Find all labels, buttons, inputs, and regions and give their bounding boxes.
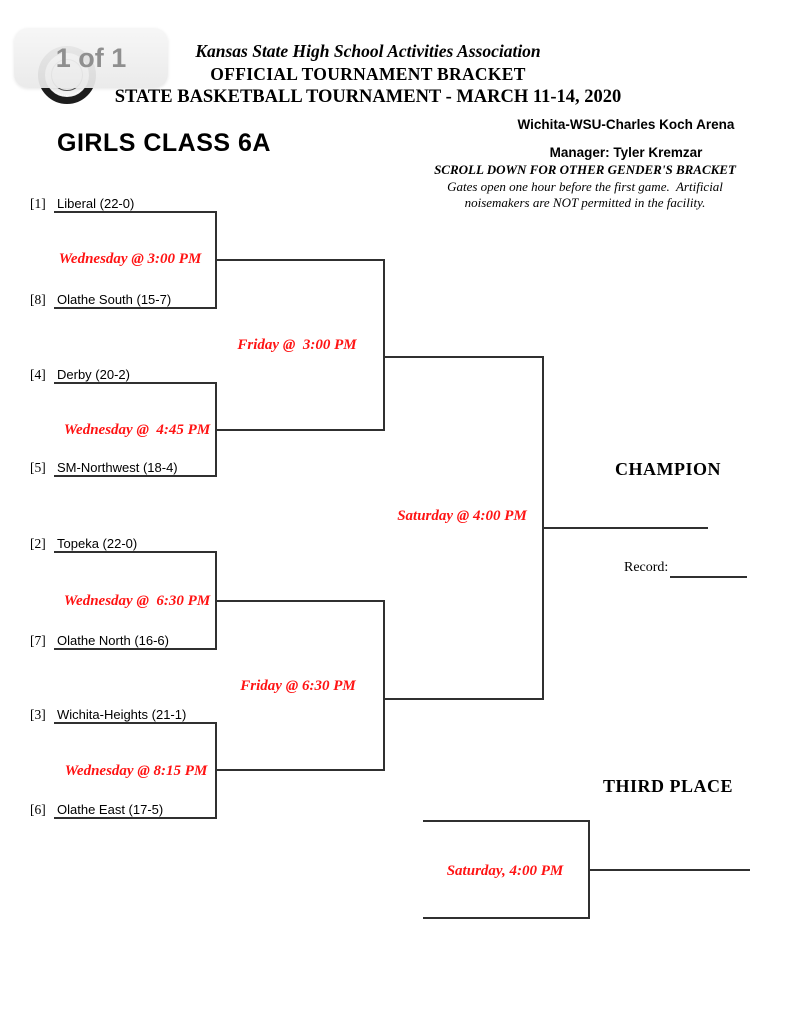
- scroll-note: SCROLL DOWN FOR OTHER GENDER'S BRACKET: [434, 162, 736, 177]
- team-name: Olathe East (17-5): [57, 802, 164, 817]
- sf1-bracket-line: [383, 259, 385, 431]
- sf2-bracket-line: [383, 600, 385, 771]
- qf3-winner-line: [215, 600, 385, 602]
- document-header: Kansas State High School Activities Asso…: [60, 40, 676, 109]
- bracket-class-title: GIRLS CLASS 6A: [57, 129, 271, 157]
- slot-line-olathe-south: [54, 307, 215, 309]
- venue-manager: Manager: Tyler Kremzar: [549, 145, 703, 160]
- team-name: SM-Northwest (18-4): [57, 460, 178, 475]
- team-seed: [2]: [30, 536, 46, 551]
- team-name: Olathe South (15-7): [57, 292, 172, 307]
- qf4-time-label: Wednesday @ 8:15 PM: [64, 763, 208, 779]
- slot-line-liberal: [54, 211, 215, 213]
- team-name: Derby (20-2): [57, 367, 130, 382]
- third-place-top-line: [423, 820, 588, 822]
- qf1-time-label: Wednesday @ 3:00 PM: [58, 251, 202, 267]
- slot-line-wichita-heights: [54, 722, 215, 724]
- team-seed: [8]: [30, 292, 46, 307]
- champion-line: [542, 527, 708, 529]
- record-label: Record:: [624, 560, 669, 575]
- association-title: Kansas State High School Activities Asso…: [195, 41, 541, 61]
- team-name: Liberal (22-0): [57, 196, 135, 211]
- sf1-time-label: Friday @ 3:00 PM: [237, 337, 357, 353]
- team-seed: [6]: [30, 802, 46, 817]
- slot-line-derby: [54, 382, 215, 384]
- qf1-winner-line: [215, 259, 385, 261]
- qf4-winner-line: [215, 769, 385, 771]
- qf2-time-label: Wednesday @ 4:45 PM: [63, 422, 211, 438]
- sf2-winner-line: [383, 698, 544, 700]
- team-seed: [1]: [30, 196, 46, 211]
- sf2-time-label: Friday @ 6:30 PM: [240, 678, 356, 694]
- sf1-winner-line: [383, 356, 544, 358]
- team-seed: [5]: [30, 460, 46, 475]
- page-count-indicator: 1 of 1: [14, 28, 168, 88]
- page-count-label: 1 of 1: [55, 42, 127, 73]
- team-slot-olathe-north: [7] Olathe North (16-6): [30, 632, 169, 650]
- qf3-time-label: Wednesday @ 6:30 PM: [63, 593, 211, 609]
- final-time-label: Saturday @ 4:00 PM: [397, 508, 527, 524]
- team-slot-olathe-east: [6] Olathe East (17-5): [30, 801, 163, 819]
- team-slot-wichita-heights: [3] Wichita-Heights (21-1): [30, 706, 186, 724]
- slot-line-olathe-east: [54, 817, 215, 819]
- team-slot-olathe-south: [8] Olathe South (15-7): [30, 291, 171, 309]
- slot-line-topeka: [54, 551, 215, 553]
- bracket-subtitle: OFFICIAL TOURNAMENT BRACKET: [210, 64, 526, 84]
- third-place-heading: THIRD PLACE: [602, 776, 733, 796]
- team-slot-liberal: [1] Liberal (22-0): [30, 195, 134, 213]
- team-name: Wichita-Heights (21-1): [57, 707, 187, 722]
- third-place-bottom-line: [423, 917, 588, 919]
- slot-line-olathe-north: [54, 648, 215, 650]
- gates-note-line1: Gates open one hour before the first gam…: [447, 179, 723, 194]
- team-slot-sm-northwest: [5] SM-Northwest (18-4): [30, 459, 178, 477]
- team-seed: [4]: [30, 367, 46, 382]
- third-place-time-label: Saturday, 4:00 PM: [446, 863, 564, 879]
- champion-heading: CHAMPION: [615, 459, 721, 479]
- team-name: Topeka (22-0): [57, 536, 138, 551]
- team-slot-derby: [4] Derby (20-2): [30, 366, 130, 384]
- tournament-date-title: STATE BASKETBALL TOURNAMENT - MARCH 11-1…: [114, 87, 622, 107]
- gates-note-line2: noisemakers are NOT permitted in the fac…: [464, 195, 706, 210]
- team-name: Olathe North (16-6): [57, 633, 169, 648]
- team-seed: [7]: [30, 633, 46, 648]
- third-place-winner-line: [588, 869, 750, 871]
- slot-line-sm-northwest: [54, 475, 215, 477]
- qf2-winner-line: [215, 429, 385, 431]
- team-slot-topeka: [2] Topeka (22-0): [30, 535, 137, 553]
- venue-name: Wichita-WSU-Charles Koch Arena: [517, 117, 735, 132]
- record-blank-line: [670, 576, 747, 578]
- team-seed: [3]: [30, 707, 46, 722]
